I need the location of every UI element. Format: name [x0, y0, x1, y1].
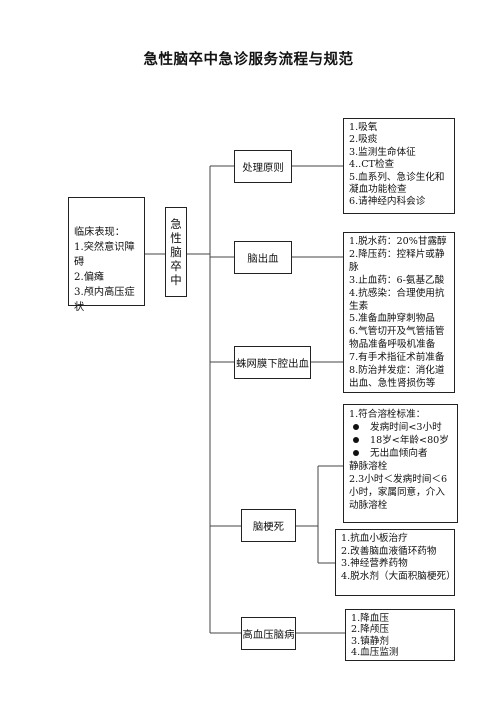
criterion-text: 无出血倾向者	[370, 448, 428, 459]
detail-item: 3.止血药：6-氨基乙酸	[349, 274, 445, 286]
category-label: 蛛网膜下腔出血	[236, 358, 309, 370]
acute-stroke-box: 急 性 脑 卒 中	[165, 207, 187, 297]
detail-item: 7.有手术指征术前准备	[349, 352, 445, 364]
detail-item: 6.气管切开及气管插管物品准备呼吸机准备	[349, 326, 445, 351]
clinical-presentation-box: 临床表现： 1.突然意识障碍 2.偏瘫 3.颅内高压症状	[68, 197, 145, 313]
detail-item: 2.降压药：控释片或静脉	[349, 248, 445, 273]
category-sah: 蛛网膜下腔出血	[234, 346, 311, 379]
criterion-text: 发病时间<3小时	[370, 422, 442, 433]
principle-detail-box: 1.吸氧 2.吸痰 3.监测生命体征 4..CT检查 5.血系列、急诊生化和凝血…	[343, 118, 455, 214]
category-principle: 处理原则	[234, 150, 292, 183]
detail-item: 4.血压监测	[351, 647, 399, 659]
page-title: 急性脑卒中急诊服务流程与规范	[143, 52, 354, 68]
stroke-char: 卒	[170, 259, 182, 273]
detail-item: 2.改善脑血液循环药物	[341, 545, 437, 557]
detail-item: 2.吸痰	[349, 134, 378, 146]
detail-item: 3.监测生命体征	[349, 146, 416, 158]
category-infarction: 脑梗死	[241, 509, 296, 542]
thrombolysis-criterion: 无出血倾向者	[349, 447, 454, 460]
category-hypertensive: 高血压脑病	[241, 617, 296, 650]
detail-item: 2.降颅压	[351, 624, 389, 636]
clinical-heading: 临床表现：	[74, 227, 125, 238]
detail-item: 5.血系列、急诊生化和凝血功能检查	[349, 171, 445, 196]
category-label: 高血压脑病	[242, 629, 295, 641]
detail-item: 3.神经营养药物	[341, 558, 408, 570]
category-label: 脑梗死	[252, 521, 285, 533]
stroke-char: 性	[170, 231, 182, 245]
criterion-text: 18岁<年龄<80岁	[370, 435, 449, 446]
detail-item: 3.镇静剂	[351, 635, 389, 647]
detail-item: 静脉溶栓	[349, 461, 388, 472]
detail-item: 8.防治并发症：消化道出血、急性肾损伤等	[349, 365, 445, 389]
detail-item: 2.3小时＜发病时间＜6小时，家属同意，介入动脉溶栓	[349, 474, 448, 511]
thrombolysis-heading: 1.符合溶栓标准：	[349, 409, 426, 420]
clinical-item: 1.突然意识障碍	[74, 242, 135, 268]
stroke-char: 急	[170, 217, 182, 231]
hypertensive-detail-box: 1.降血压 2.降颅压 3.镇静剂 4.血压监测	[345, 609, 455, 661]
clinical-item: 3.颅内高压症状	[74, 287, 135, 313]
thrombolysis-criterion: 发病时间<3小时	[349, 421, 454, 434]
category-label: 脑出血	[247, 253, 279, 265]
detail-item: 4.脱水剂（大面积脑梗死）	[341, 570, 456, 582]
detail-item: 5.准备血肿穿刺物品	[349, 313, 435, 325]
bullet-icon	[353, 437, 359, 443]
bullet-icon	[353, 450, 359, 456]
detail-item: 1.吸氧	[349, 122, 378, 133]
detail-item: 1.脱水药：20%甘露醇	[349, 236, 447, 247]
thrombolysis-criterion: 18岁<年龄<80岁	[349, 434, 454, 447]
clinical-item: 2.偏瘫	[74, 272, 105, 283]
hemorrhage-detail-box: 1.脱水药：20%甘露醇 2.降压药：控释片或静脉 3.止血药：6-氨基乙酸 4…	[343, 232, 455, 393]
detail-item: 4..CT检查	[349, 159, 395, 171]
thrombolysis-detail-box: 1.符合溶栓标准： 发病时间<3小时 18岁<年龄<80岁 无出血倾向者 静脉溶…	[343, 404, 458, 523]
category-hemorrhage: 脑出血	[234, 241, 292, 274]
detail-item: 6.请神经内科会诊	[349, 196, 426, 208]
detail-item: 1.降血压	[351, 613, 389, 624]
infarction-treatment-box: 1.抗血小板治疗 2.改善脑血液循环药物 3.神经营养药物 4.脱水剂（大面积脑…	[335, 529, 456, 596]
stroke-char: 中	[170, 273, 182, 287]
bullet-icon	[353, 424, 359, 430]
stroke-char: 脑	[170, 245, 182, 259]
detail-item: 1.抗血小板治疗	[341, 533, 408, 544]
category-label: 处理原则	[242, 162, 284, 174]
detail-item: 4.抗感染：合理使用抗生素	[349, 287, 445, 312]
